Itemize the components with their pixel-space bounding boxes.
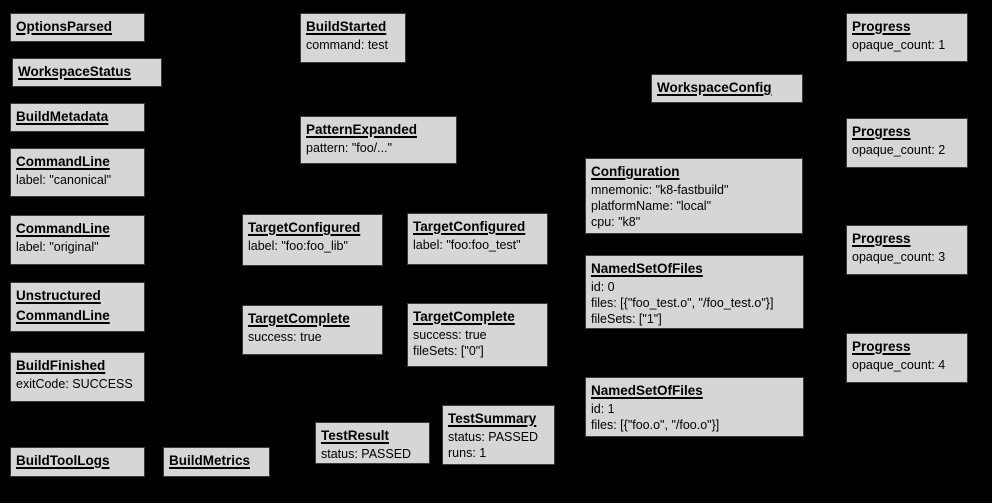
event-node-field: opaque_count: 1 bbox=[852, 38, 946, 52]
event-node-title: Progress bbox=[852, 124, 911, 139]
node-target-complete-test: TargetComplete success: true fileSets: ["… bbox=[407, 303, 548, 367]
node-progress-1: Progress opaque_count: 1 bbox=[846, 13, 968, 62]
node-build-metadata: BuildMetadata bbox=[10, 103, 145, 132]
node-test-result: TestResult status: PASSED bbox=[315, 422, 430, 464]
event-node-title: CommandLine bbox=[16, 221, 110, 236]
event-node-title: NamedSetOfFiles bbox=[591, 261, 703, 276]
event-node-field: pattern: "foo/..." bbox=[306, 141, 393, 155]
node-unstructured-command-line: Unstructured CommandLine bbox=[10, 282, 145, 332]
node-named-set-of-files-0: NamedSetOfFiles id: 0 files: [{"foo_test.… bbox=[585, 255, 804, 329]
event-node-field: opaque_count: 2 bbox=[852, 143, 946, 157]
event-node-field: status: PASSED bbox=[321, 447, 412, 461]
node-pattern-expanded: PatternExpanded pattern: "foo/..." bbox=[300, 116, 457, 164]
node-progress-2: Progress opaque_count: 2 bbox=[846, 118, 968, 168]
event-node-title: TargetConfigured bbox=[248, 220, 361, 235]
event-node-title: NamedSetOfFiles bbox=[591, 383, 703, 398]
node-target-complete-lib: TargetComplete success: true bbox=[242, 305, 383, 355]
event-node-title: Progress bbox=[852, 339, 911, 354]
event-node-field: label: "canonical" bbox=[16, 173, 112, 187]
node-progress-3: Progress opaque_count: 3 bbox=[846, 225, 968, 275]
event-node-field: status: PASSED bbox=[448, 430, 539, 444]
event-node-title: BuildStarted bbox=[306, 19, 387, 34]
node-build-metrics: BuildMetrics bbox=[163, 447, 270, 477]
event-node-field: label: "foo:foo_lib" bbox=[248, 239, 348, 253]
event-node-title: TestResult bbox=[321, 428, 390, 443]
node-configuration: Configuration mnemonic: "k8-fastbuild" pl… bbox=[585, 158, 803, 234]
node-named-set-of-files-1: NamedSetOfFiles id: 1 files: [{"foo.o", "… bbox=[585, 377, 804, 437]
event-node-field: label: "original" bbox=[16, 240, 99, 254]
node-build-started: BuildStarted command: test bbox=[300, 13, 406, 63]
event-node-field: opaque_count: 3 bbox=[852, 250, 946, 264]
event-node-title: Configuration bbox=[591, 164, 680, 179]
event-node-title: PatternExpanded bbox=[306, 122, 418, 137]
event-node-field: command: test bbox=[306, 38, 388, 52]
event-node-field: success: true bbox=[248, 330, 322, 344]
event-node-title: TargetComplete bbox=[248, 311, 350, 326]
event-node-field: files: [{"foo.o", "/foo.o"}] bbox=[591, 418, 720, 432]
event-node-title: Progress bbox=[852, 231, 911, 246]
event-node-field: files: [{"foo_test.o", "/foo_test.o"}] bbox=[591, 296, 774, 310]
node-command-line-original: CommandLine label: "original" bbox=[10, 215, 145, 265]
event-node-title: TargetConfigured bbox=[413, 219, 526, 234]
event-node-title: TargetComplete bbox=[413, 309, 515, 324]
event-node-title: WorkspaceConfig bbox=[657, 80, 772, 95]
event-node-field: label: "foo:foo_test" bbox=[413, 238, 521, 252]
event-node-title: Progress bbox=[852, 19, 911, 34]
event-node-field: cpu: "k8" bbox=[591, 215, 641, 229]
node-test-summary: TestSummary status: PASSED runs: 1 bbox=[442, 405, 555, 465]
event-node-field: id: 1 bbox=[591, 402, 615, 416]
event-node-field: id: 0 bbox=[591, 280, 615, 294]
event-node-field: opaque_count: 4 bbox=[852, 358, 946, 372]
event-node-title: WorkspaceStatus bbox=[18, 64, 132, 79]
event-node-title: BuildMetadata bbox=[16, 109, 109, 124]
node-workspace-config: WorkspaceConfig bbox=[651, 74, 803, 103]
node-command-line-canonical: CommandLine label: "canonical" bbox=[10, 148, 145, 197]
event-node-field: success: true bbox=[413, 328, 487, 342]
node-workspace-status: WorkspaceStatus bbox=[12, 58, 162, 87]
event-node-title: BuildToolLogs bbox=[16, 453, 110, 468]
node-build-tool-logs: BuildToolLogs bbox=[10, 447, 145, 477]
node-progress-4: Progress opaque_count: 4 bbox=[846, 333, 968, 383]
event-node-title: CommandLine bbox=[16, 154, 110, 169]
event-node-title: TestSummary bbox=[448, 411, 537, 426]
event-node-field: mnemonic: "k8-fastbuild" bbox=[591, 183, 729, 197]
event-node-field: runs: 1 bbox=[448, 446, 487, 460]
event-node-title: OptionsParsed bbox=[16, 19, 113, 34]
node-target-configured-test: TargetConfigured label: "foo:foo_test" bbox=[407, 213, 548, 265]
event-node-field: fileSets: ["0"] bbox=[413, 344, 484, 358]
event-node-field: platformName: "local" bbox=[591, 199, 712, 213]
event-node-field: fileSets: ["1"] bbox=[591, 312, 662, 326]
event-node-field: exitCode: SUCCESS bbox=[16, 377, 133, 391]
node-options-parsed: OptionsParsed bbox=[10, 13, 145, 42]
event-node-title: BuildMetrics bbox=[169, 453, 251, 468]
event-node-title: Unstructured CommandLine bbox=[16, 288, 110, 323]
node-target-configured-lib: TargetConfigured label: "foo:foo_lib" bbox=[242, 214, 383, 266]
node-build-finished: BuildFinished exitCode: SUCCESS bbox=[10, 352, 145, 402]
event-node-title: BuildFinished bbox=[16, 358, 106, 373]
